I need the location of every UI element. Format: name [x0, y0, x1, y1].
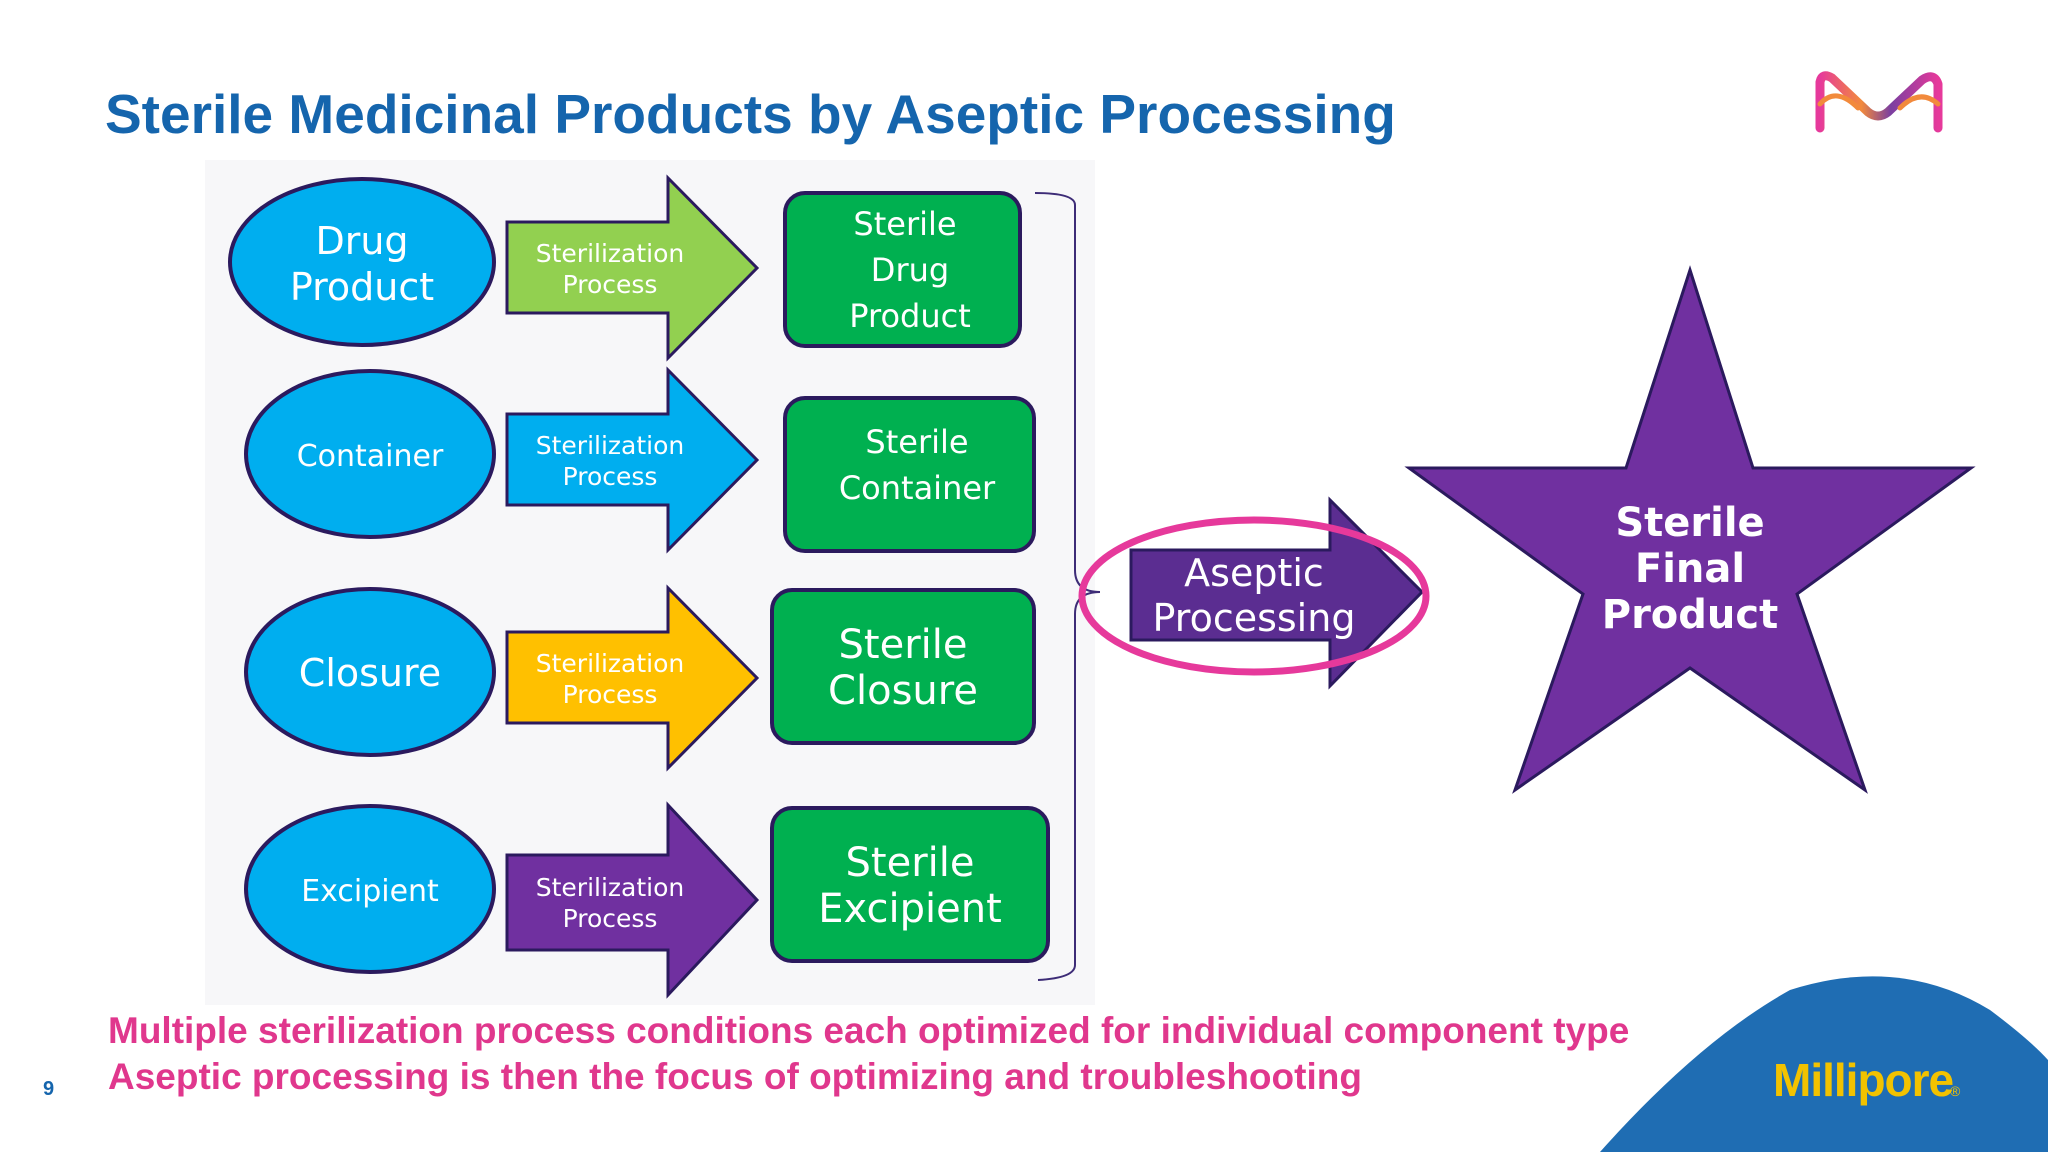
output-box [783, 396, 1036, 553]
arrow-label-line2: Process [563, 904, 658, 933]
arrow-shape [505, 174, 760, 362]
output-box [770, 588, 1036, 745]
output-label-line2: Drug [871, 251, 949, 289]
arrow-label-line2: Process [563, 462, 658, 491]
arrow-label-line2: Process [563, 270, 658, 299]
arrow-label-line1: Sterilization [536, 649, 685, 678]
output-sterile-excipient: Sterile Excipient [770, 806, 1050, 963]
arrow-label-line1: Sterilization [536, 431, 685, 460]
input-excipient: Excipient [244, 804, 496, 974]
final-product-star: Sterile Final Product [1404, 265, 1976, 794]
input-container: Container [244, 369, 496, 539]
page-number: 9 [43, 1078, 55, 1100]
input-label-line2: Product [290, 265, 434, 309]
input-label: Excipient [301, 874, 439, 909]
aseptic-label-line1: Aseptic [1184, 551, 1324, 595]
final-label-line3: Product [1602, 592, 1778, 638]
output-label-line1: Sterile [865, 423, 968, 461]
input-label: Container [297, 439, 444, 474]
input-label-line1: Drug [315, 219, 408, 263]
sterilization-arrow-1: Sterilization Process [505, 174, 760, 362]
brand-swoosh [1600, 976, 2048, 1152]
arrow-shape [505, 584, 760, 772]
input-ellipse [228, 177, 496, 347]
input-closure: Closure [244, 587, 496, 757]
output-box [770, 806, 1050, 963]
grouping-bracket [1034, 192, 1101, 981]
aseptic-processing-step: Aseptic Processing [1078, 496, 1430, 690]
arrow-label-line1: Sterilization [536, 239, 685, 268]
output-sterile-closure: Sterile Closure [770, 588, 1036, 745]
aseptic-label-line2: Processing [1153, 596, 1356, 640]
output-label-line1: Sterile [846, 840, 975, 886]
slide-title: Sterile Medicinal Products by Aseptic Pr… [105, 83, 1396, 145]
input-ellipse [244, 587, 496, 757]
arrow-label-line2: Process [563, 680, 658, 709]
sterilization-arrow-4: Sterilization Process [505, 801, 760, 999]
output-label-line1: Sterile [839, 622, 968, 668]
output-box [783, 191, 1022, 348]
highlight-ring [1078, 516, 1430, 676]
output-label-line2: Closure [828, 668, 978, 714]
final-label-line2: Final [1635, 546, 1745, 592]
note-line-1: Multiple sterilization process condition… [108, 1010, 1630, 1051]
output-sterile-container: Sterile Container [783, 396, 1036, 553]
input-drug-product: Drug Product [228, 177, 496, 347]
input-ellipse [244, 369, 496, 539]
arrow-shape [505, 801, 760, 999]
note-line-2: Aseptic processing is then the focus of … [108, 1056, 1362, 1097]
sterilization-arrow-2: Sterilization Process [505, 366, 760, 554]
brand-registered-mark: ® [1950, 1083, 1961, 1099]
output-label-line2: Excipient [818, 886, 1002, 932]
input-ellipse [244, 804, 496, 974]
sterilization-arrow-3: Sterilization Process [505, 584, 760, 772]
merck-logo [1815, 71, 1943, 133]
output-label-line3: Product [849, 297, 971, 335]
brand-name: Millipore [1773, 1054, 1954, 1106]
input-label: Closure [299, 651, 441, 695]
output-label-line1: Sterile [853, 205, 956, 243]
aseptic-arrow [1129, 496, 1425, 690]
arrow-shape [505, 366, 760, 554]
star-shape [1404, 265, 1976, 794]
final-label-line1: Sterile [1615, 500, 1764, 546]
slide-notes: Multiple sterilization process condition… [108, 1008, 1629, 1100]
output-label-line2: Container [839, 469, 996, 507]
output-sterile-drug-product: Sterile Drug Product [783, 191, 1022, 348]
arrow-label-line1: Sterilization [536, 873, 685, 902]
